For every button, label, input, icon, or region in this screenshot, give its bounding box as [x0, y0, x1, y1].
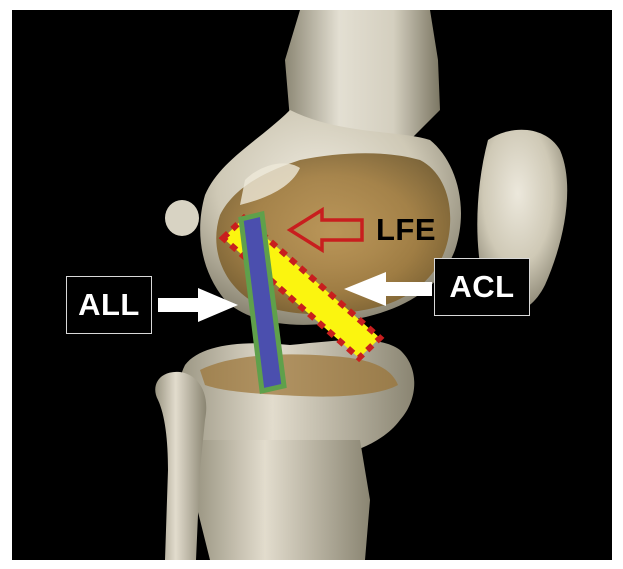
acl-label: ACL [434, 258, 530, 316]
acl-label-text: ACL [449, 269, 514, 305]
all-label: ALL [66, 276, 152, 334]
tibia-shaft [195, 440, 370, 560]
lfe-label: LFE [376, 212, 436, 248]
fabella [165, 200, 199, 236]
all-label-text: ALL [78, 287, 140, 323]
lfe-label-text: LFE [376, 212, 436, 247]
